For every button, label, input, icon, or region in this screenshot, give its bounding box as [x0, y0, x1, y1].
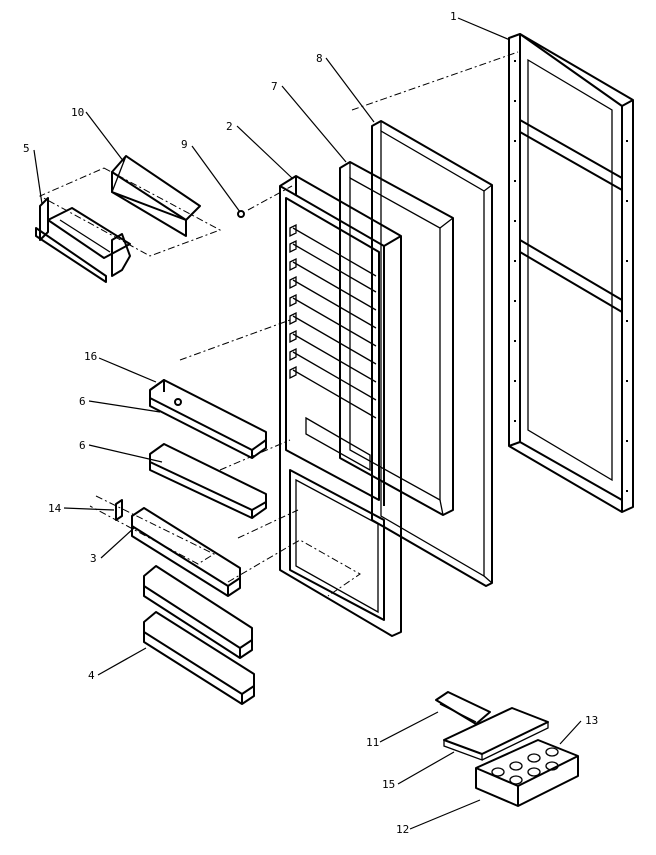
ice-tray-small — [435, 691, 491, 725]
dairy-cover — [111, 155, 201, 237]
callout-9: 9 — [181, 138, 188, 151]
callout-7: 7 — [271, 80, 278, 93]
door-outer-panel — [508, 33, 634, 513]
ice-bin — [475, 739, 579, 807]
callout-12: 12 — [396, 823, 409, 836]
callout-leaders — [33, 17, 582, 830]
callout-2: 2 — [226, 120, 233, 133]
callout-15: 15 — [382, 778, 395, 791]
callout-8: 8 — [316, 52, 323, 65]
cover-outline — [38, 167, 222, 257]
door-gasket — [371, 120, 493, 587]
callout-10: 10 — [71, 106, 84, 119]
callout-4: 4 — [88, 669, 95, 682]
door-bin-with-guard — [149, 379, 267, 459]
callout-16: 16 — [84, 350, 97, 363]
callout-11: 11 — [366, 736, 379, 749]
callout-6-upper: 6 — [79, 395, 86, 408]
callout-6-lower: 6 — [79, 439, 86, 452]
clip — [115, 499, 123, 521]
callout-13: 13 — [585, 714, 598, 727]
door-bin-middle — [149, 443, 267, 519]
callout-14: 14 — [48, 502, 62, 515]
callout-3: 3 — [90, 552, 97, 565]
breaker-frame — [339, 161, 454, 516]
callout-5: 5 — [23, 142, 30, 155]
ice-shelf-plate — [443, 707, 549, 761]
door-bin-lower — [131, 507, 241, 597]
dairy-shelf — [35, 197, 131, 283]
callout-1: 1 — [450, 10, 457, 23]
door-liner — [279, 175, 402, 637]
callout-labels: 1 2 3 4 5 6 6 7 8 9 10 11 12 13 14 15 16 — [23, 10, 598, 836]
assembly-lines — [89, 51, 519, 597]
door-bin-lower-2 — [143, 565, 253, 659]
door-bin-bottom — [143, 611, 255, 705]
screw — [237, 210, 245, 218]
